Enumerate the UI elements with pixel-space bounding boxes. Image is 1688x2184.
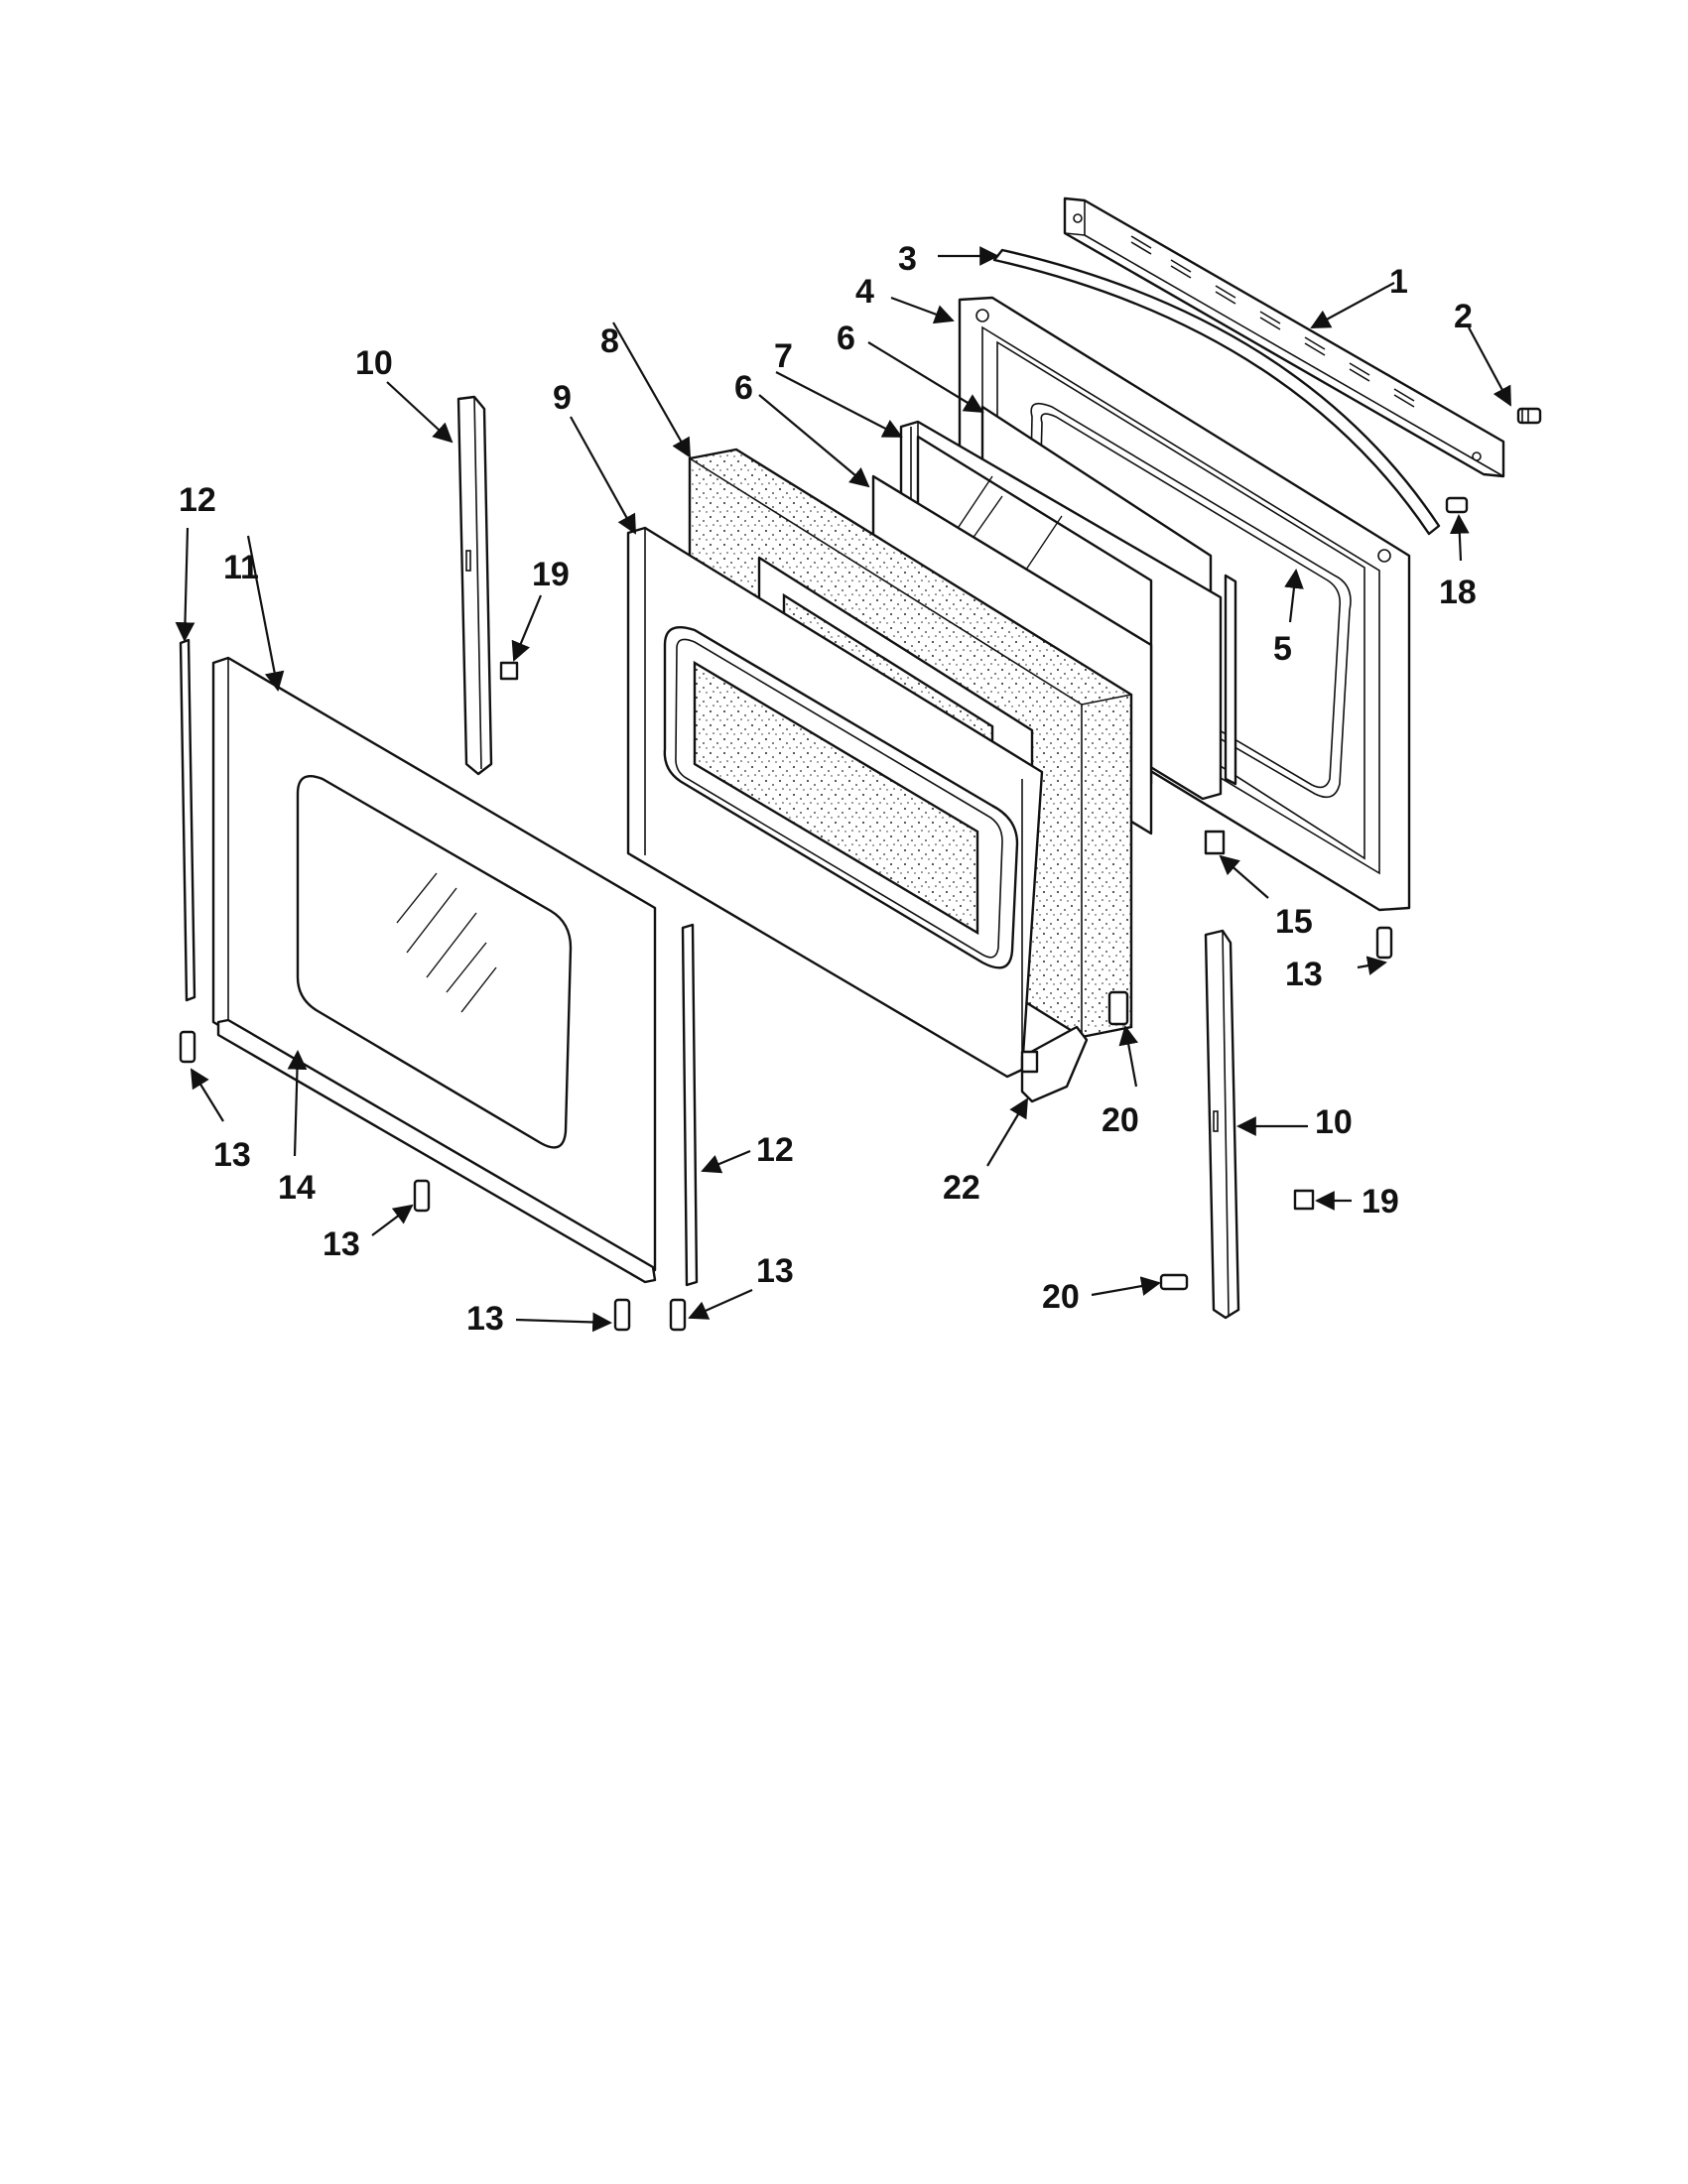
callout-2: 2 (1454, 298, 1473, 335)
callout-7: 7 (774, 337, 793, 375)
callout-19b: 19 (1362, 1183, 1399, 1220)
screw-part-13-left (179, 1030, 196, 1064)
callout-6a: 6 (837, 320, 855, 357)
door-liner-part-9 (626, 526, 1044, 1079)
hinge-channel-part-10-right (1204, 929, 1240, 1320)
hinge-channel-part-10-left (456, 395, 493, 776)
screw-part-13-bottom (613, 1298, 631, 1332)
screw-part-13-bottom-right (669, 1298, 687, 1332)
side-trim-part-12-right (681, 923, 699, 1287)
callout-labels: 1 2 3 4 5 6 6 7 8 9 10 10 11 12 12 13 13… (179, 240, 1477, 1338)
callout-18: 18 (1439, 574, 1477, 611)
callout-14: 14 (278, 1169, 316, 1207)
callout-11: 11 (223, 549, 259, 586)
screw-part-20-center (1107, 990, 1129, 1026)
clip-part-19-right (1293, 1189, 1315, 1211)
callout-20a: 20 (1102, 1101, 1139, 1139)
callout-20b: 20 (1042, 1278, 1080, 1316)
outer-door-panel-part-11 (211, 656, 657, 1277)
bottom-trim-part-14 (216, 1018, 657, 1284)
clip-part-15 (1204, 830, 1226, 855)
screw-part-20-right (1159, 1273, 1189, 1291)
callout-10a: 10 (355, 344, 393, 382)
callout-19a: 19 (532, 556, 570, 593)
screw-part-13-bottom-mid (413, 1179, 431, 1213)
callout-6b: 6 (734, 369, 753, 407)
hinge-bracket-part-22 (1020, 1025, 1089, 1103)
callout-8: 8 (600, 322, 619, 360)
callout-5: 5 (1273, 630, 1292, 668)
callout-9: 9 (553, 379, 572, 417)
callout-13b: 13 (213, 1136, 251, 1174)
side-trim-part-12-left (179, 638, 196, 1002)
callout-13d: 13 (466, 1300, 504, 1338)
callout-15: 15 (1275, 903, 1313, 941)
leader-lines (175, 246, 1511, 1333)
door-arc-part-3 (992, 248, 1441, 536)
callout-13e: 13 (756, 1252, 794, 1290)
callout-13c: 13 (323, 1225, 360, 1263)
callout-13a: 13 (1285, 956, 1323, 993)
screw-part-2 (1516, 407, 1542, 425)
callout-1: 1 (1389, 263, 1408, 301)
screw-part-18 (1445, 496, 1469, 514)
callout-22: 22 (943, 1169, 980, 1207)
callout-12a: 12 (179, 481, 216, 519)
callout-3: 3 (898, 240, 917, 278)
callout-4: 4 (855, 273, 874, 311)
screw-part-13-right (1375, 926, 1393, 960)
vent-trim-part (1063, 196, 1505, 478)
clip-part-19-left (499, 661, 519, 681)
callout-10b: 10 (1315, 1103, 1353, 1141)
callout-12b: 12 (756, 1131, 794, 1169)
